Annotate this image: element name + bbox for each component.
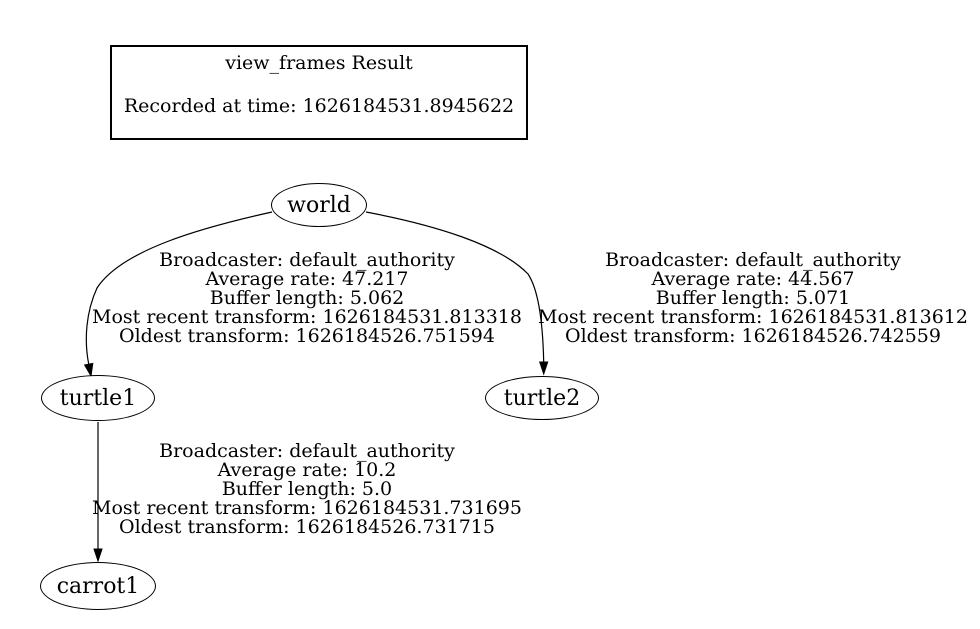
edge-world-turtle2 [365, 211, 545, 363]
most-recent-transform-line: Most recent transform: 1626184531.813612 [538, 306, 968, 328]
edge-label-turtle1-carrot1: Broadcaster: default_authority Average r… [87, 442, 527, 537]
node-world-label: world [287, 192, 351, 218]
average-rate-line: Average rate: 44.567 [651, 268, 855, 290]
average-rate-line: Average rate: 10.2 [217, 459, 397, 481]
buffer-length-line: Buffer length: 5.071 [655, 287, 851, 309]
node-carrot1: carrot1 [40, 562, 156, 610]
most-recent-transform-line: Most recent transform: 1626184531.813318 [92, 306, 522, 328]
most-recent-transform-line: Most recent transform: 1626184531.731695 [92, 497, 522, 519]
edge-label-world-turtle2: Broadcaster: default_authority Average r… [533, 251, 973, 346]
title-box: view_frames Result Recorded at time: 162… [110, 45, 528, 140]
node-turtle2: turtle2 [485, 376, 599, 420]
oldest-transform-line: Oldest transform: 1626184526.731715 [119, 516, 495, 538]
broadcaster-line: Broadcaster: default_authority [605, 249, 901, 271]
node-turtle1: turtle1 [41, 375, 155, 421]
buffer-length-line: Buffer length: 5.0 [221, 478, 393, 500]
oldest-transform-line: Oldest transform: 1626184526.742559 [565, 325, 941, 347]
node-world: world [271, 183, 367, 227]
node-carrot1-label: carrot1 [56, 573, 140, 599]
node-turtle1-label: turtle1 [59, 385, 137, 411]
arrowhead-icon [83, 362, 94, 378]
edge-label-world-turtle1: Broadcaster: default_authority Average r… [87, 251, 527, 346]
broadcaster-line: Broadcaster: default_authority [159, 440, 455, 462]
broadcaster-line: Broadcaster: default_authority [159, 249, 455, 271]
recorded-at-time: Recorded at time: 1626184531.8945622 [123, 95, 515, 117]
arrowhead-icon [93, 548, 103, 563]
buffer-length-line: Buffer length: 5.062 [209, 287, 405, 309]
average-rate-line: Average rate: 47.217 [205, 268, 409, 290]
node-turtle2-label: turtle2 [503, 385, 581, 411]
title-box-heading: view_frames Result [225, 52, 413, 74]
edge-world-turtle1 [85, 211, 273, 365]
arrowhead-icon [539, 361, 549, 376]
oldest-transform-line: Oldest transform: 1626184526.751594 [119, 325, 495, 347]
